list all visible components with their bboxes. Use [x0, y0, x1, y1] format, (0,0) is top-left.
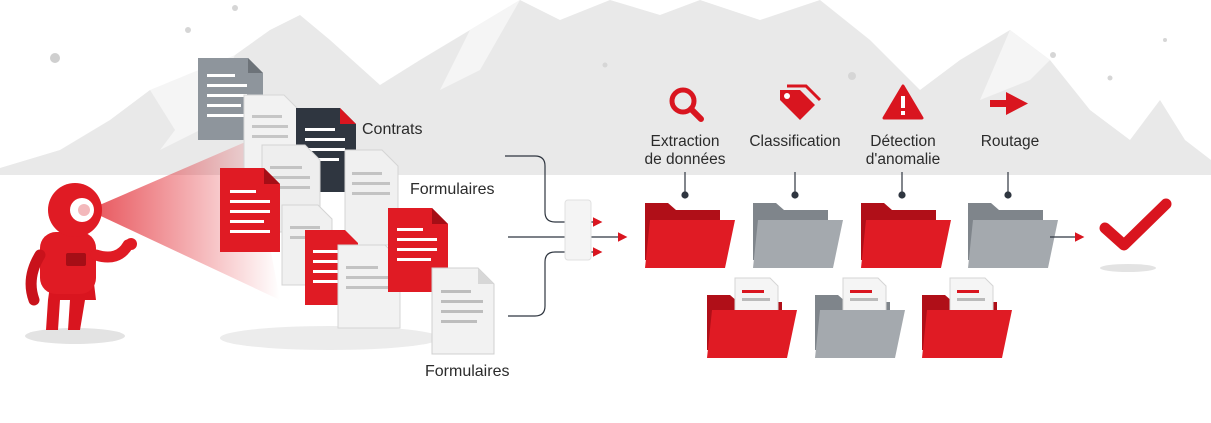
astronaut-robot-icon: [25, 183, 137, 330]
arrow-right-icon: [990, 92, 1028, 115]
magnifier-icon: [669, 87, 704, 122]
ground-shadow: [220, 326, 440, 350]
step-label-classification: Classification: [749, 133, 841, 150]
document-icon: [431, 267, 495, 355]
stored-folder-red: [707, 277, 797, 358]
label-contracts: Contrats: [362, 121, 423, 138]
document-icon: [344, 149, 399, 246]
document-icon: [337, 244, 401, 329]
document-icon: [220, 168, 280, 252]
ground-shadow: [25, 328, 125, 344]
warning-icon: [882, 84, 924, 120]
stored-folder-red: [922, 277, 1012, 358]
step-label-routing: Routage: [980, 133, 1040, 150]
hub-document-icon: [564, 199, 592, 261]
folder-anomaly: [861, 203, 951, 268]
ground-shadow: [1100, 264, 1156, 272]
tag-icon: [780, 84, 822, 120]
label-forms-top: Formulaires: [410, 181, 495, 198]
folder-extraction: [645, 203, 735, 268]
folder-classification: [753, 203, 843, 268]
step-connectors: [681, 172, 1012, 199]
document-stack: [198, 58, 495, 355]
folder-routing: [968, 203, 1058, 268]
label-forms-bottom: Formulaires: [425, 363, 510, 380]
step-label-extraction: Extraction de données: [644, 133, 726, 168]
stored-folder-gray: [815, 277, 905, 358]
step-label-anomaly: Détection d'anomalie: [865, 133, 941, 168]
checkmark-icon: [1099, 198, 1172, 251]
